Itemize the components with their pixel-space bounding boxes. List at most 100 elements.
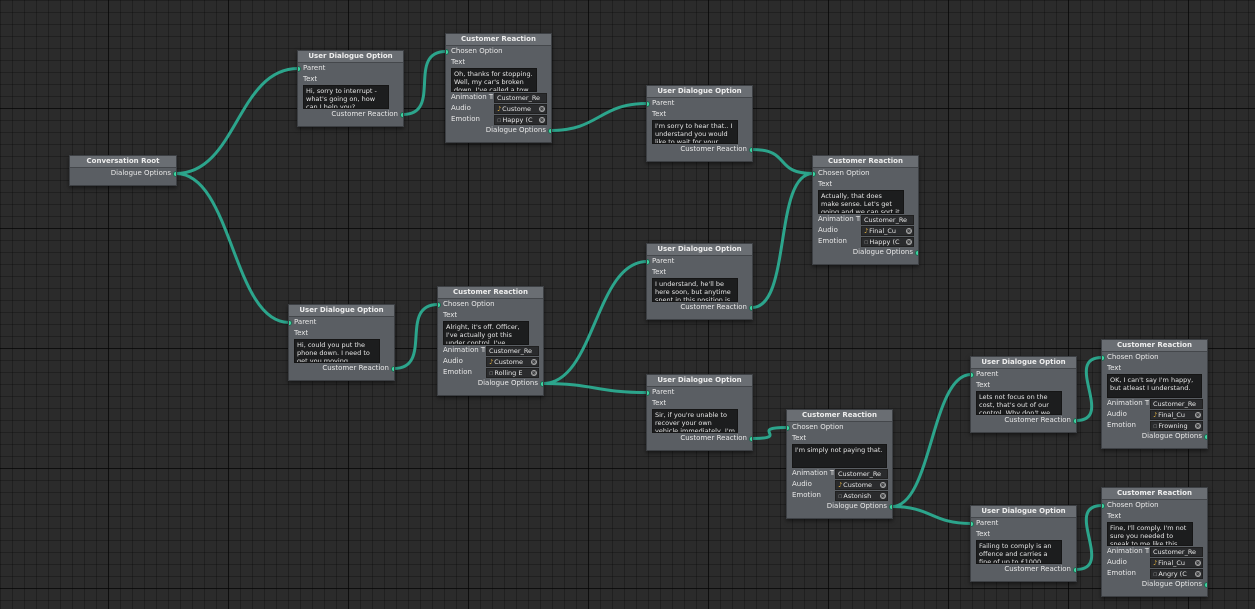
connection-wire[interactable] [401,50,448,116]
input-port-icon[interactable] [787,424,790,431]
customer-reaction-node[interactable]: Customer Reaction Chosen Option Text I'm… [786,409,893,519]
object-picker-icon[interactable]: ⊙ [1195,423,1201,430]
connection-wire[interactable] [750,172,815,309]
emotion-value[interactable]: ▫Happy (C⊙ [861,237,914,247]
output-port-icon[interactable] [1073,566,1076,573]
emotion-value[interactable]: ▫Astonish⊙ [835,491,888,501]
audio-value[interactable]: ♪Final_Cu⊙ [1150,558,1203,568]
input-port-icon[interactable] [1102,502,1105,509]
output-port-icon[interactable] [391,365,394,372]
object-picker-icon[interactable]: ⊙ [531,370,537,377]
customer-reaction-node[interactable]: Customer Reaction Chosen Option Text Fin… [1101,487,1208,597]
object-picker-icon[interactable]: ⊙ [880,493,886,500]
audio-value[interactable]: ♪Custome⊙ [494,104,547,114]
connection-wire[interactable] [174,172,291,324]
dialogue-text-field[interactable]: Failing to comply is an offence and carr… [976,540,1062,564]
dialogue-text-field[interactable]: Hi, could you put the phone down. I need… [294,339,380,363]
connection-wire[interactable] [1074,356,1104,422]
output-port-icon[interactable] [1073,417,1076,424]
output-port-icon[interactable] [400,111,403,118]
connection-wire[interactable] [541,382,649,394]
output-port-icon[interactable] [548,127,551,134]
user-dialogue-option-node[interactable]: User Dialogue Option Parent Text I'm sor… [646,85,753,162]
dialogue-text-field[interactable]: Lets not focus on the cost, that's out o… [976,391,1062,415]
reaction-text-field[interactable]: OK, I can't say I'm happy, but atleast I… [1107,374,1202,398]
output-port-icon[interactable] [1204,581,1207,588]
reaction-text-field[interactable]: Fine, I'll comply. I'm not sure you need… [1107,522,1193,546]
object-picker-icon[interactable]: ⊙ [906,228,912,235]
output-port-icon[interactable] [540,380,543,387]
object-picker-icon[interactable]: ⊙ [906,239,912,246]
connection-wire[interactable] [750,426,789,440]
reaction-text-field[interactable]: Alright, it's off. Officer, I've actuall… [443,321,529,345]
audio-value[interactable]: ♪Final_Cu⊙ [861,226,914,236]
output-port-icon[interactable] [915,249,918,256]
reaction-text-field[interactable]: I'm simply not paying that. [792,444,887,468]
animation-value[interactable]: Customer_Re [1150,399,1203,409]
object-picker-icon[interactable]: ⊙ [531,359,537,366]
connection-wire[interactable] [1074,504,1104,571]
input-port-icon[interactable] [971,520,974,527]
input-port-icon[interactable] [438,301,441,308]
animation-value[interactable]: Customer_Re [494,93,547,103]
user-dialogue-option-node[interactable]: User Dialogue Option Parent Text Hi, cou… [288,304,395,381]
input-port-icon[interactable] [289,319,292,326]
reaction-text-field[interactable]: Actually, that does make sense. Let's ge… [818,190,904,214]
input-port-icon[interactable] [647,100,650,107]
conversation-root-node[interactable]: Conversation Root Dialogue Options [69,155,177,186]
object-picker-icon[interactable]: ⊙ [1195,412,1201,419]
object-picker-icon[interactable]: ⊙ [1195,560,1201,567]
input-port-icon[interactable] [446,48,449,55]
dialogue-text-field[interactable]: Hi, sorry to interrupt - what's going on… [303,85,389,109]
input-port-icon[interactable] [813,170,816,177]
output-port-icon[interactable] [173,170,176,177]
object-picker-icon[interactable]: ⊙ [880,482,886,489]
user-dialogue-option-node[interactable]: User Dialogue Option Parent Text Lets no… [970,356,1077,433]
user-dialogue-option-node[interactable]: User Dialogue Option Parent Text Failing… [970,505,1077,582]
emotion-value[interactable]: ▫Frowning⊙ [1150,421,1203,431]
input-port-icon[interactable] [1102,354,1105,361]
dialogue-text-field[interactable]: I understand, he'll be here soon, but an… [652,278,738,302]
object-picker-icon[interactable]: ⊙ [1195,571,1201,578]
audio-value[interactable]: ♪Final_Cu⊙ [1150,410,1203,420]
animation-value[interactable]: Customer_Re [861,215,914,225]
connection-wire[interactable] [890,373,973,508]
connection-wire[interactable] [890,505,973,525]
object-picker-icon[interactable]: ⊙ [539,106,545,113]
input-port-icon[interactable] [298,65,301,72]
object-picker-icon[interactable]: ⊙ [539,117,545,124]
input-port-icon[interactable] [971,371,974,378]
input-port-icon[interactable] [647,389,650,396]
emotion-value[interactable]: ▫Happy (C⊙ [494,115,547,125]
customer-reaction-node[interactable]: Customer Reaction Chosen Option Text Oh,… [445,33,552,143]
animation-value[interactable]: Customer_Re [486,346,539,356]
connection-wire[interactable] [549,102,649,132]
emotion-value[interactable]: ▫Rolling E⊙ [486,368,539,378]
user-dialogue-option-node[interactable]: User Dialogue Option Parent Text Sir, if… [646,374,753,451]
text-label: Text [792,434,807,442]
user-dialogue-option-node[interactable]: User Dialogue Option Parent Text Hi, sor… [297,50,404,127]
output-port-icon[interactable] [749,146,752,153]
customer-reaction-node[interactable]: Customer Reaction Chosen Option Text Alr… [437,286,544,396]
dialogue-text-field[interactable]: Sir, if you're unable to recover your ow… [652,409,738,433]
reaction-text-field[interactable]: Oh, thanks for stopping. Well, my car's … [451,68,537,92]
dialogue-text-field[interactable]: I'm sorry to hear that.. I understand yo… [652,120,738,144]
output-port-icon[interactable] [749,435,752,442]
node-title: Customer Reaction [787,410,892,422]
animation-value[interactable]: Customer_Re [835,469,888,479]
input-port-icon[interactable] [647,258,650,265]
output-port-icon[interactable] [889,503,892,510]
customer-reaction-node[interactable]: Customer Reaction Chosen Option Text OK,… [1101,339,1208,449]
output-port-icon[interactable] [1204,433,1207,440]
connection-wire[interactable] [750,148,815,175]
audio-value[interactable]: ♪Custome⊙ [835,480,888,490]
audio-value[interactable]: ♪Custome⊙ [486,357,539,367]
connection-wire[interactable] [541,260,649,385]
connection-wire[interactable] [174,67,300,175]
connection-wire[interactable] [392,303,440,370]
emotion-value[interactable]: ▫Angry (C⊙ [1150,569,1203,579]
animation-value[interactable]: Customer_Re [1150,547,1203,557]
output-port-icon[interactable] [749,304,752,311]
user-dialogue-option-node[interactable]: User Dialogue Option Parent Text I under… [646,243,753,320]
customer-reaction-node[interactable]: Customer Reaction Chosen Option Text Act… [812,155,919,265]
